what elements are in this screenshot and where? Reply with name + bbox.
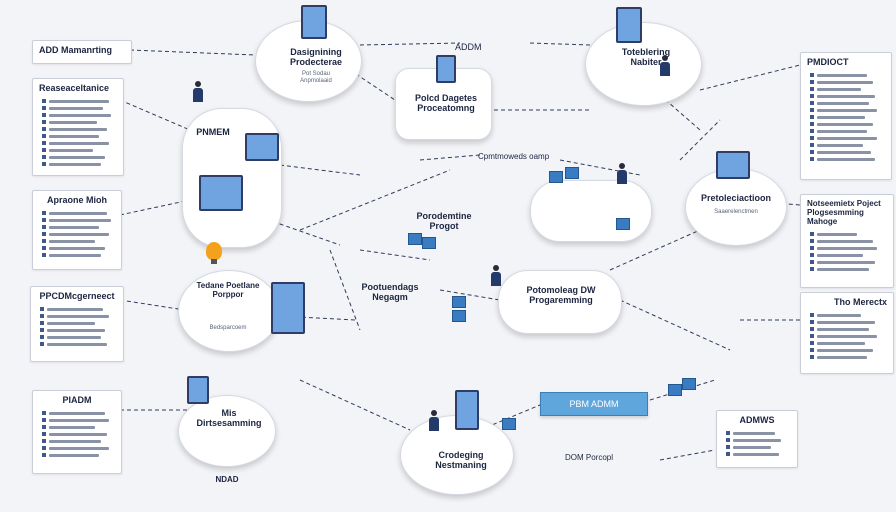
node-porodemtine[interactable]: Porodemtine Progot — [400, 205, 480, 257]
node-tedane[interactable]: Tedane Poetlane Porppor Bedsparcoem — [178, 270, 280, 352]
node-designing[interactable]: Dasignining Prodecterae Pot Sodau Anpmol… — [255, 5, 362, 102]
node-porodemtine-title: Porodemtine Progot — [416, 211, 472, 231]
person-icon — [660, 55, 670, 77]
person-icon — [491, 265, 501, 287]
node-toteblering-title: Toteblering Nabiter — [621, 47, 671, 67]
tablet-icon — [271, 282, 305, 334]
right-panel-2[interactable]: Notseemietx Poject Plogsesmming Mahoge — [800, 194, 894, 288]
panel-title-header: ADD Mamanrting — [32, 40, 132, 64]
person-icon — [617, 163, 627, 185]
left-panel-3-title: PPCDMcgerneect — [39, 291, 115, 301]
monitor-icon — [716, 151, 750, 179]
node-pootuendags-title: Pootuendags Negagm — [361, 282, 419, 302]
cube-icon — [452, 310, 466, 322]
left-panel-2-title: Apraone Mioh — [47, 195, 107, 205]
cube-icon — [502, 418, 516, 430]
right-panel-2-title: Notseemietx Poject Plogsesmming Mahoge — [807, 199, 881, 226]
phone-icon — [436, 55, 456, 83]
lightbulb-icon — [206, 242, 222, 264]
node-pretoleciactioon-title: Pretoleciactioon — [700, 193, 772, 203]
node-dirtsesamming[interactable]: Mis Dirtsesamming NDAD — [178, 376, 276, 484]
tablet-icon — [616, 7, 642, 43]
cube-icon — [682, 378, 696, 390]
node-device — [265, 282, 345, 352]
left-panel-3[interactable]: PPCDMcgerneect — [30, 286, 124, 362]
right-panel-4[interactable]: ADMWS — [716, 410, 798, 468]
right-panel-3-title: Tho Merectx — [833, 297, 887, 307]
cube-icon — [616, 218, 630, 230]
monitor-icon — [245, 133, 279, 161]
right-panel-3[interactable]: Tho Merectx — [800, 292, 894, 374]
left-panel-1-title: Reaseaceltanice — [39, 83, 110, 93]
tablet-icon — [455, 390, 479, 430]
app-title: ADD Mamanrting — [39, 45, 113, 55]
cube-icon — [549, 171, 563, 183]
tablet-icon — [301, 5, 327, 39]
right-panel-1[interactable]: PMDIOCT — [800, 52, 892, 180]
node-pnmem[interactable]: PNMEM — [182, 81, 282, 248]
node-polcd-title: Polcd Dagetes Proceatomng — [414, 93, 478, 113]
node-dirtsesamming-sub: NDAD — [215, 475, 239, 484]
node-designing-title: Dasignining Prodecterae — [289, 47, 343, 67]
node-potomoleag-title: Potomoleag DW Progaremming — [526, 285, 596, 305]
node-crodeging-title: Crodeging Nestmaning — [435, 450, 487, 470]
left-panel-4[interactable]: PIADM — [32, 390, 122, 474]
top-connector-label: ADDM — [455, 42, 482, 52]
monitor-icon — [199, 175, 243, 211]
person-icon — [429, 410, 439, 432]
node-pretoleciactioon-sub: Saaerelenctmen — [714, 209, 758, 215]
cube-icon — [565, 167, 579, 179]
node-potomoleag[interactable]: Potomoleag DW Progaremming — [491, 265, 622, 334]
tablet-icon — [187, 376, 209, 404]
node-tedane-sub: Bedsparcoem — [209, 325, 247, 331]
node-dirtsesamming-title: Mis Dirtsesamming — [196, 408, 262, 428]
right-panel-1-title: PMDIOCT — [807, 57, 849, 67]
left-panel-2[interactable]: Apraone Mioh — [32, 190, 122, 270]
right-panel-4-title: ADMWS — [739, 415, 775, 425]
node-polcd[interactable]: Polcd Dagetes Proceatomng — [395, 55, 492, 140]
dom-label: DOM Porcopl — [565, 453, 614, 462]
left-panel-1[interactable]: Reaseaceltanice — [32, 78, 124, 176]
node-pretoleciactioon[interactable]: Pretoleciactioon Saaerelenctmen — [685, 151, 787, 246]
node-toteblering[interactable]: Toteblering Nabiter — [585, 7, 702, 106]
node-crodeging[interactable]: Crodeging Nestmaning — [400, 390, 514, 495]
person-icon — [193, 81, 203, 103]
cube-icon — [422, 237, 436, 249]
node-pnmem-title: PNMEM — [196, 127, 230, 137]
node-tedane-title: Tedane Poetlane Porppor — [196, 281, 260, 299]
node-center-right[interactable] — [530, 163, 652, 242]
left-panel-4-title: PIADM — [62, 395, 92, 405]
admin-button[interactable]: PBM ADMM — [540, 392, 648, 416]
cube-icon — [668, 384, 682, 396]
node-designing-sub: Pot Sodau Anpmolaaid — [300, 71, 332, 84]
connector-top-label: Cpmtmoweds oamp — [478, 152, 550, 161]
cube-icon — [408, 233, 422, 245]
cube-icon — [452, 296, 466, 308]
